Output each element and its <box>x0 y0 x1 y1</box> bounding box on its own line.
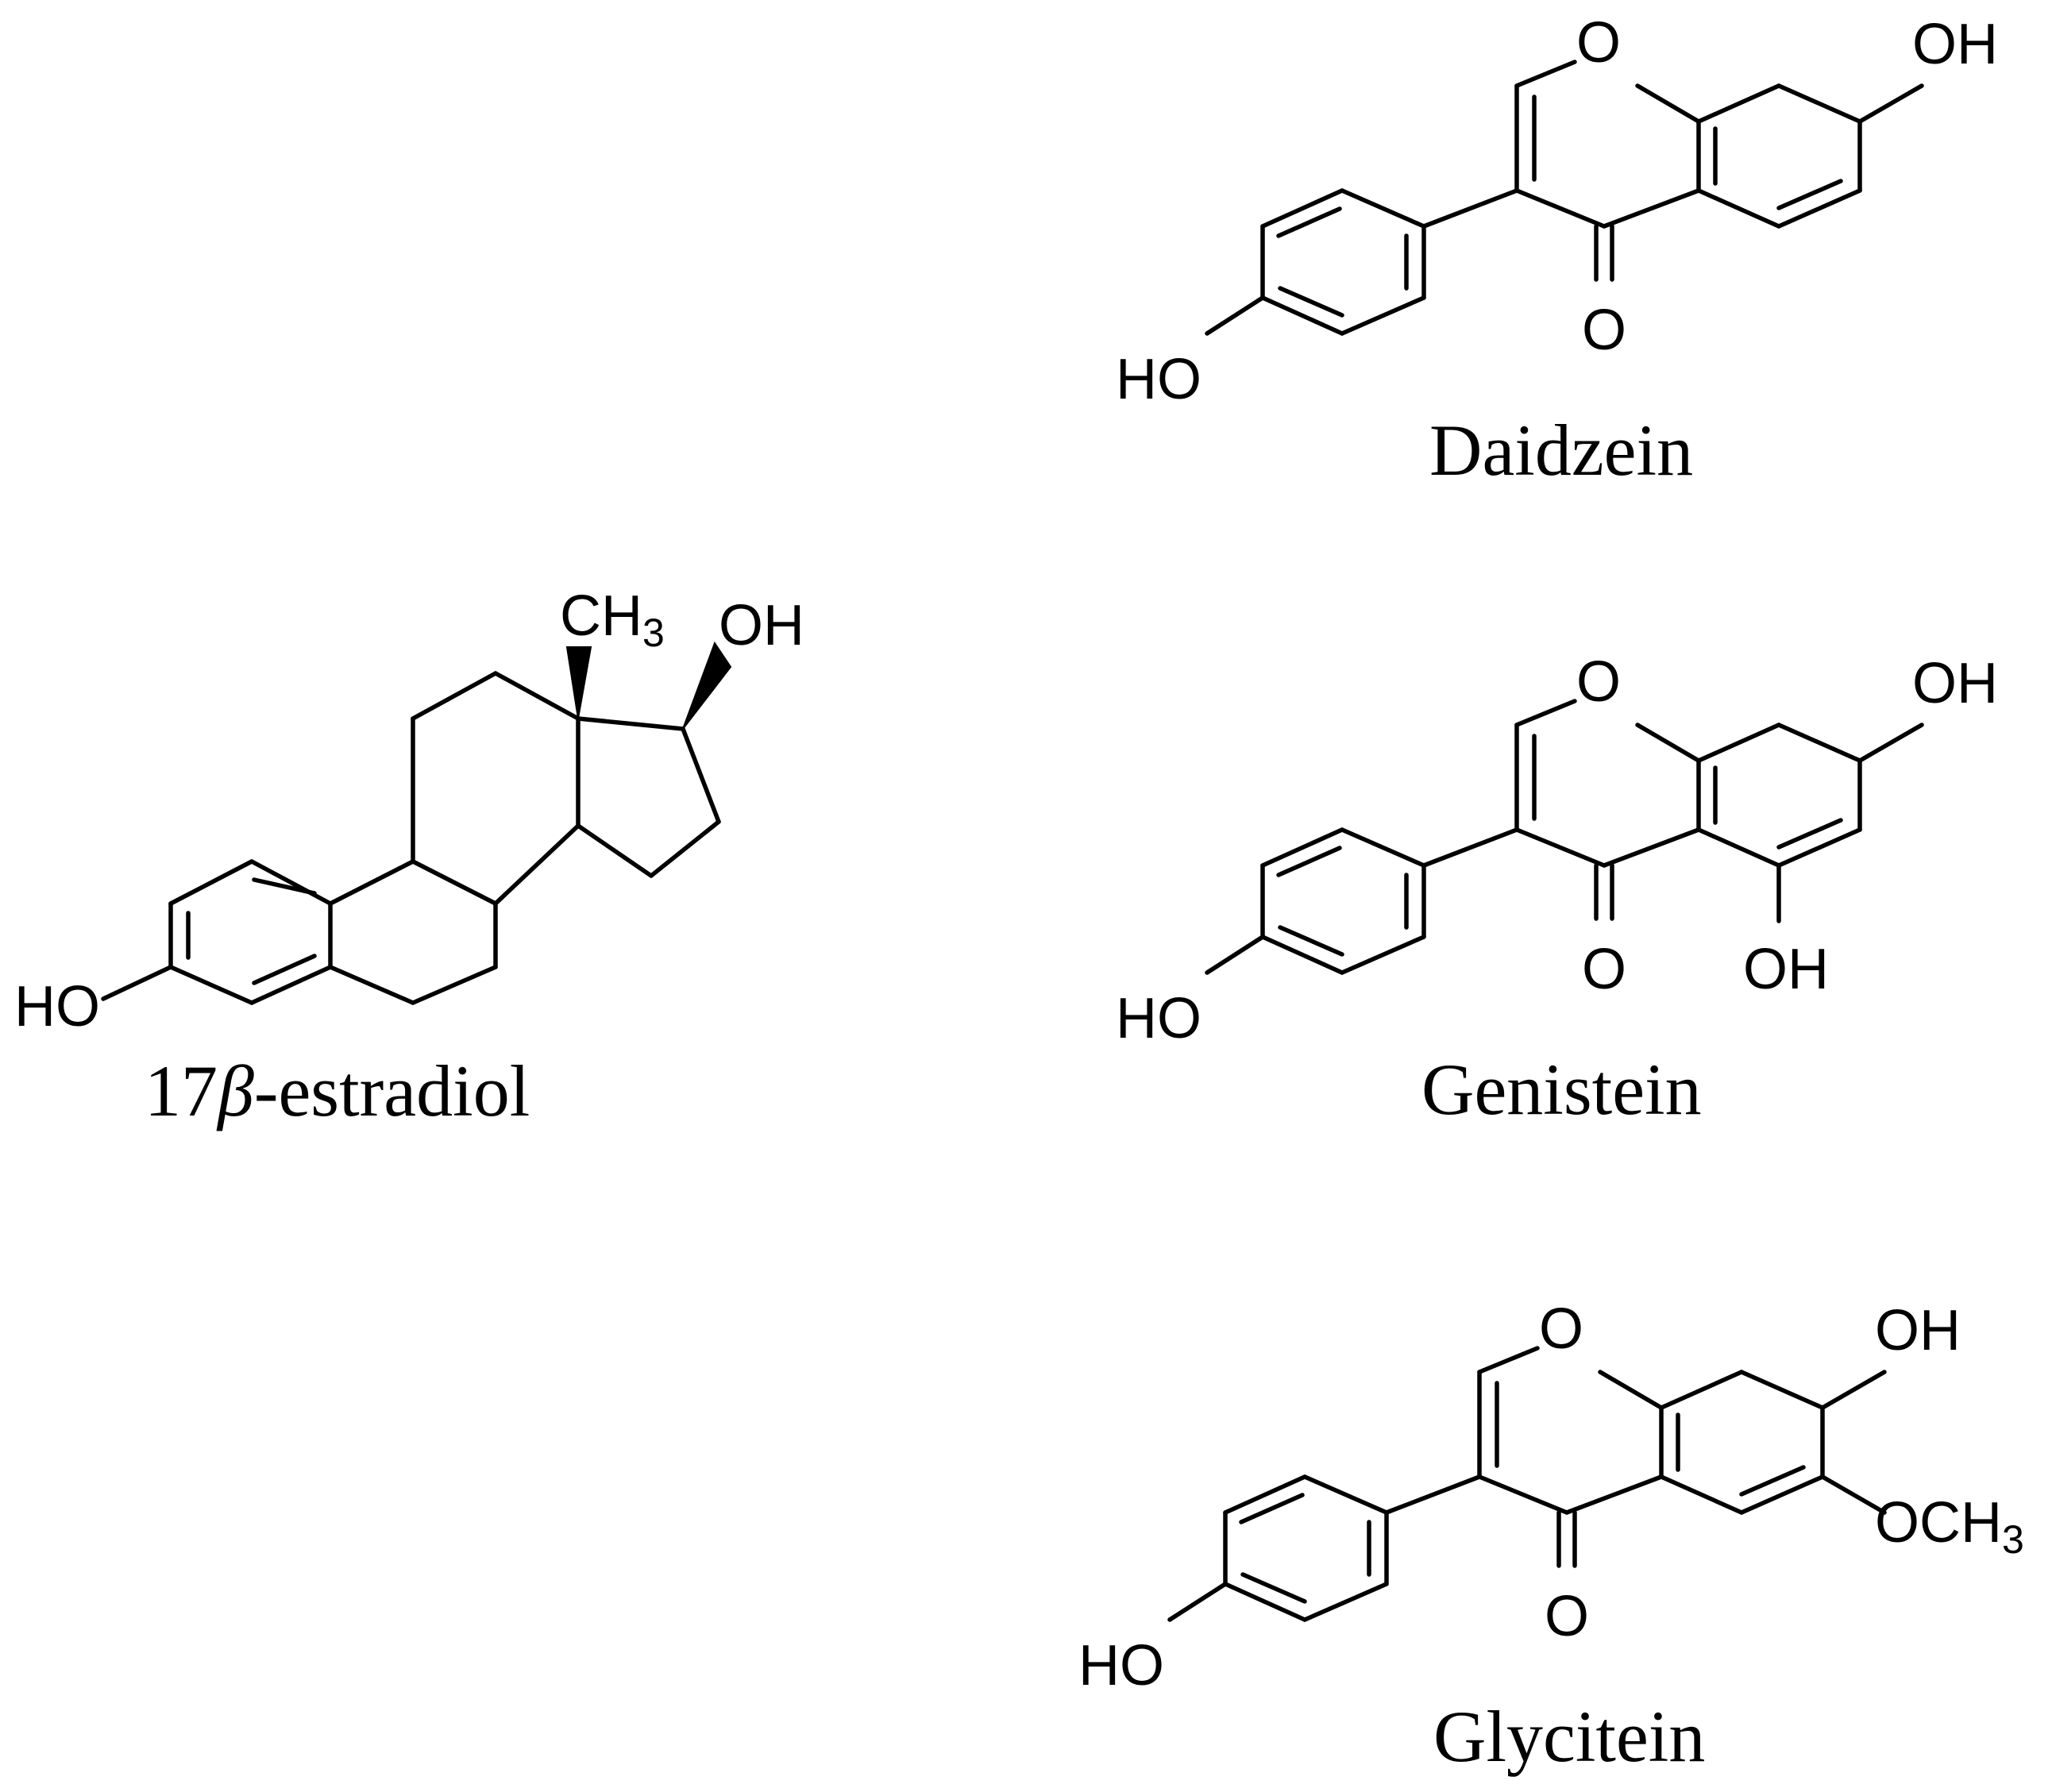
estradiol-structure: HO CH3 OH 17β-estradiol <box>14 584 804 1131</box>
daidzein-ring-o-label: O <box>1576 11 1621 75</box>
estradiol-name: 17β-estradiol <box>145 1050 530 1131</box>
glycitein-ho-label: HO <box>1078 1634 1164 1698</box>
daidzein-bonds <box>1205 60 1924 336</box>
estradiol-ho-label: HO <box>14 975 100 1039</box>
daidzein-oh-label: OH <box>1912 13 1998 76</box>
estradiol-methyl-label: CH3 <box>560 584 665 655</box>
estradiol-oh-label: OH <box>719 594 804 657</box>
genistein-oh7-label: OH <box>1912 652 1998 715</box>
genistein-name: Genistein <box>1421 1049 1702 1130</box>
estradiol-hydroxyl-wedge <box>682 641 732 730</box>
glycitein-oh-label: OH <box>1875 1299 1961 1362</box>
genistein-ho-label: HO <box>1116 987 1202 1050</box>
genistein-keto-o-label: O <box>1582 938 1626 1001</box>
estradiol-methyl-wedge <box>565 646 592 719</box>
glycitein-bonds <box>1167 1346 1887 1622</box>
glycitein-keto-o-label: O <box>1545 1585 1589 1648</box>
daidzein-structure: O OH O HO Daidzein <box>1116 11 1998 491</box>
genistein-structure: O OH O OH HO Genistein <box>1116 650 1998 1130</box>
glycitein-methoxy-label: OCH3 <box>1875 1491 2024 1562</box>
glycitein-ring-o-label: O <box>1539 1297 1583 1361</box>
estradiol-bonds <box>101 671 721 1005</box>
genistein-bonds <box>1205 699 1924 975</box>
daidzein-name: Daidzein <box>1429 410 1693 491</box>
glycitein-name: Glycitein <box>1433 1696 1705 1777</box>
genistein-oh5-label: OH <box>1743 938 1829 1001</box>
glycitein-structure: O OH OCH3 O HO Glycitein <box>1078 1297 2024 1777</box>
daidzein-keto-o-label: O <box>1582 299 1626 362</box>
genistein-ring-o-label: O <box>1576 650 1621 714</box>
daidzein-ho-label: HO <box>1116 348 1202 411</box>
